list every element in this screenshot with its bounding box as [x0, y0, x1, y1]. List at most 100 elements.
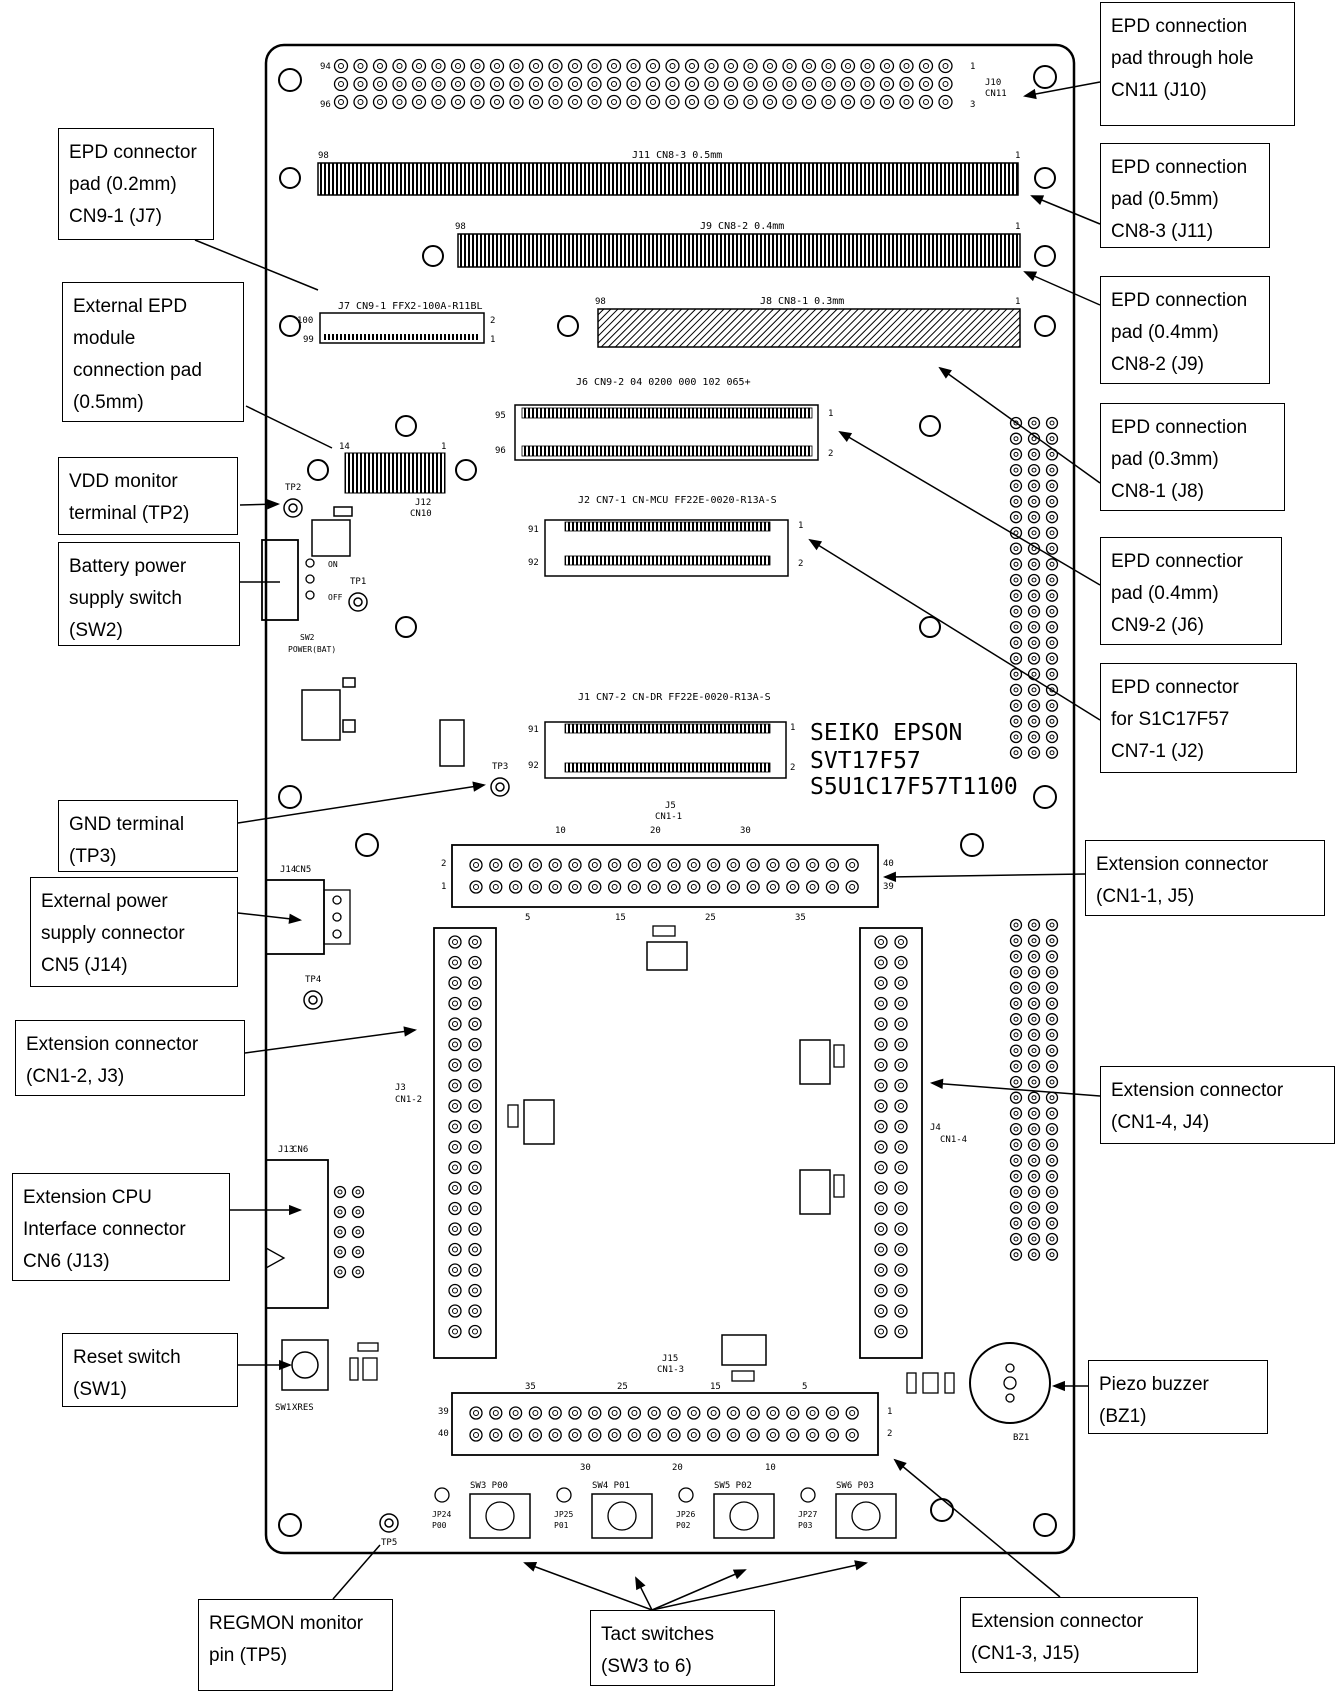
j15-label: J15: [662, 1354, 678, 1364]
j6-pin-96: 96: [495, 446, 506, 456]
j14-label: J14: [280, 865, 296, 875]
sw6-label: SW6 P03: [836, 1481, 874, 1491]
callout-j3: Extension connector (CN1-2, J3): [15, 1020, 245, 1096]
cn1-1-pin-35: 35: [795, 913, 806, 923]
cn1-3-pin-10: 10: [765, 1463, 776, 1473]
cn1-2-header: [433, 927, 497, 1359]
cn1-3-header: [451, 1392, 879, 1456]
callout-j6: EPD connectior pad (0.4mm) CN9-2 (J6): [1100, 537, 1282, 645]
callout-j9: EPD connection pad (0.4mm) CN8-2 (J9): [1100, 276, 1270, 384]
cn1-1-header: [451, 844, 879, 908]
cn5-label: CN5: [295, 865, 311, 875]
cn1-1-pin-2: 2: [441, 859, 446, 869]
cn1-1-label: CN1-1: [655, 812, 682, 822]
cn1-1-pin-10: 10: [555, 826, 566, 836]
c2-part: [833, 1044, 845, 1068]
j12-pad: [344, 452, 446, 494]
j13-connector: [265, 1159, 329, 1309]
j5-label: J5: [665, 801, 676, 811]
j1-pin-92: 92: [528, 761, 539, 771]
tp4-label: TP4: [305, 975, 321, 985]
j7-pin-100: 100: [297, 316, 313, 326]
j1-pin-1: 1: [790, 723, 795, 733]
c36-part: [721, 1334, 767, 1366]
tp3-label: TP3: [492, 762, 508, 772]
j12-pin-1: 1: [441, 442, 446, 452]
callout-j15: Extension connector (CN1-3, J15): [960, 1597, 1198, 1673]
cn6-label: CN6: [292, 1145, 308, 1155]
cn1-1-pin-30: 30: [740, 826, 751, 836]
j12-label: J12: [415, 498, 431, 508]
sw2-off-label: OFF: [328, 593, 343, 602]
c24-part: [301, 689, 341, 741]
cn1-1-pin-5: 5: [525, 913, 530, 923]
cn1-3-pin-35: 35: [525, 1382, 536, 1392]
j1-connector: [544, 721, 787, 779]
j13-label: J13: [278, 1145, 294, 1155]
callout-tp3: GND terminal (TP3): [58, 800, 238, 872]
j2-connector: [544, 519, 789, 577]
j9-pin-98: 98: [455, 222, 466, 232]
j7-pin-2: 2: [490, 316, 495, 326]
r1-part: [349, 1357, 359, 1381]
callout-sw2: Battery power supply switch (SW2): [58, 542, 240, 646]
board-outline: [264, 43, 1076, 1555]
cn1-1-pin-40: 40: [883, 859, 894, 869]
j10-pin-1: 1: [970, 62, 975, 72]
j7-pin-1: 1: [490, 335, 495, 345]
tp4-pad: [303, 990, 323, 1010]
j2-label: J2 CN7-1 CN-MCU FF22E-0020-R13A-S: [578, 495, 777, 506]
r4-part: [906, 1372, 917, 1394]
sw1-label: SW1: [275, 1403, 291, 1413]
j7-label: J7 CN9-1 FFX2-100A-R11BL: [338, 301, 483, 312]
j8-pad: [597, 308, 1021, 348]
p02-label: P02: [676, 1521, 691, 1530]
vdd-text: VDD: [69, 471, 110, 492]
callout-j4: Extension connector (CN1-4, J4): [1100, 1066, 1335, 1144]
cn1-3-pin-1: 1: [887, 1407, 892, 1417]
j1-label: J1 CN7-2 CN-DR FF22E-0020-R13A-S: [578, 692, 771, 703]
c6-part: [646, 941, 688, 971]
cn1-1-pin-25: 25: [705, 913, 716, 923]
j11-pin-1: 1: [1015, 151, 1020, 161]
c1-part: [799, 1039, 831, 1085]
cn1-3-pin-30: 30: [580, 1463, 591, 1473]
j9-pad: [457, 233, 1021, 268]
callout-bz1: Piezo buzzer (BZ1): [1088, 1360, 1268, 1434]
sw4-label: SW4 P01: [592, 1481, 630, 1491]
j6-connector: [514, 404, 819, 461]
mounting-holes: [278, 65, 1057, 1537]
j2-pin-1: 1: [798, 521, 803, 531]
callout-j5: Extension connector (CN1-1, J5): [1085, 840, 1325, 916]
j8-pin-98: 98: [595, 297, 606, 307]
q1-part: [922, 1372, 939, 1394]
callout-j10: EPD connection pad through hole CN11 (J1…: [1100, 2, 1295, 126]
callout-j7: EPD connector pad (0.2mm) CN9-1 (J7): [58, 128, 214, 240]
j4-label: J4: [930, 1123, 941, 1133]
j8-label: J8 CN8-1 0.3mm: [760, 296, 844, 307]
j11-label: J11 CN8-3 0.5mm: [632, 150, 722, 161]
j9-label: J9 CN8-2 0.4mm: [700, 221, 784, 232]
j7-connector: [319, 312, 485, 344]
callout-j13: Extension CPU Interface connector CN6 (J…: [12, 1173, 230, 1281]
cn1-2-label: CN1-2: [395, 1095, 422, 1105]
cn1-1-pin-15: 15: [615, 913, 626, 923]
tp2-pad: [283, 498, 303, 518]
j10-through-holes: [333, 58, 953, 110]
j7-pin-99: 99: [303, 335, 314, 345]
jp25-label: JP25: [554, 1510, 573, 1519]
tp5-label: TP5: [381, 1538, 397, 1548]
callout-sw1: Reset switch (SW1): [62, 1333, 238, 1407]
cn1-4-header: [859, 927, 923, 1359]
p03-label: P03: [798, 1521, 813, 1530]
cn1-3-label: CN1-3: [657, 1365, 684, 1375]
r5-part: [944, 1372, 955, 1394]
callout-j8: EPD connection pad (0.3mm) CN8-1 (J8): [1100, 403, 1285, 511]
j6-label: J6 CN9-2 04 0200 000 102 065+: [576, 377, 751, 388]
cn1-1-pin-1: 1: [441, 882, 446, 892]
callout-j12: External EPD module connection pad (0.5m…: [62, 282, 244, 422]
silk-model: SVT17F57: [810, 748, 921, 774]
j3-label: J3: [395, 1083, 406, 1093]
sw2-label: SW2: [300, 633, 315, 642]
